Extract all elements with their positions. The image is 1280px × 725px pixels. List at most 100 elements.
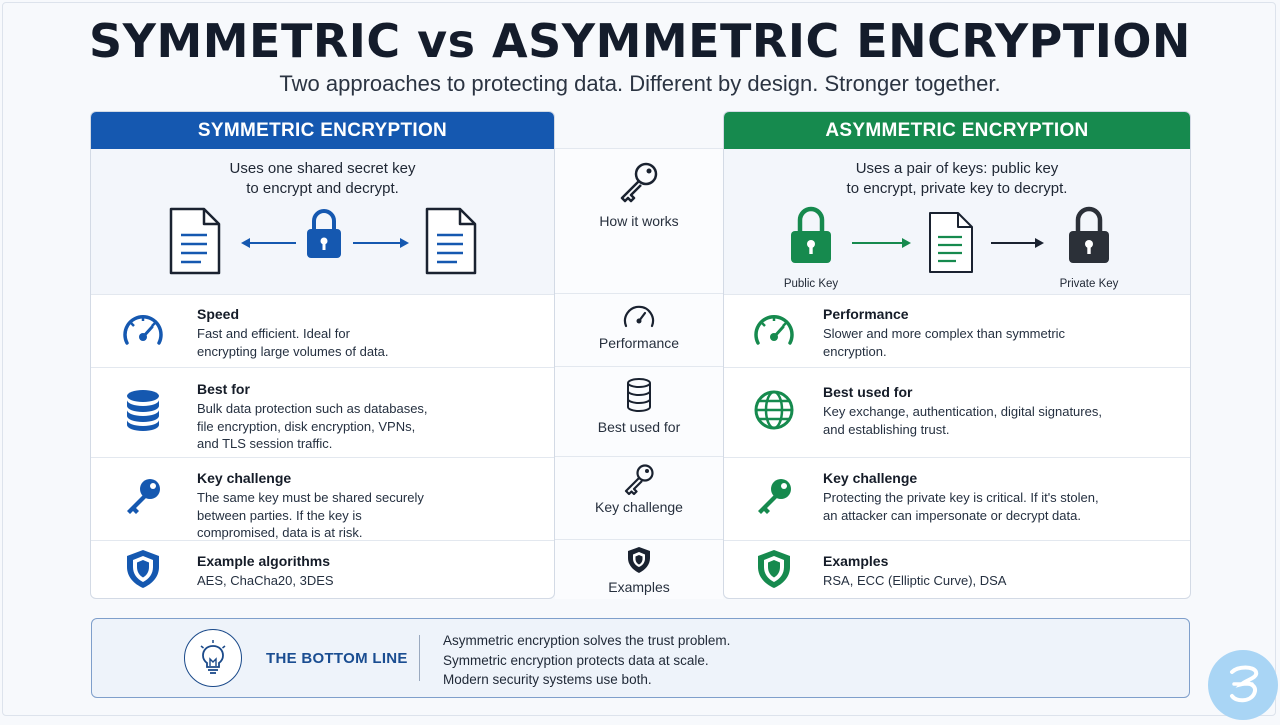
row-text-line: Fast and efficient. Ideal for [197, 326, 350, 341]
logo-glyph [1230, 665, 1259, 703]
row-title: Best used for [823, 384, 913, 400]
key-icon [758, 479, 791, 514]
middle-label-key-challenge: Key challenge [595, 499, 683, 515]
symmetric-panel: SYMMETRIC ENCRYPTION Uses one shared sec… [90, 111, 555, 599]
row-text-line: RSA, ECC (Elliptic Curve), DSA [823, 573, 1007, 588]
asymmetric-header: ASYMMETRIC ENCRYPTION [724, 112, 1190, 149]
asymmetric-diagram [791, 206, 1109, 273]
row-text: Slower and more complex than symmetric e… [823, 325, 1183, 360]
asymmetric-description: Uses a pair of keys: public key to encry… [724, 159, 1190, 199]
middle-label-how-it-works: How it works [599, 213, 679, 229]
speedometer-icon [754, 315, 794, 345]
asymmetric-how-it-works: Uses a pair of keys: public key to encry… [724, 149, 1190, 295]
bottom-line-line: Symmetric encryption protects data at sc… [443, 652, 709, 668]
row-text-line: The same key must be shared securely [197, 490, 424, 505]
asymmetric-row-key-challenge: Key challenge Protecting the private key… [724, 457, 1190, 540]
asymmetric-description-line: Uses a pair of keys: public key [855, 160, 1059, 177]
lightbulb-badge [184, 629, 242, 687]
symmetric-row-best-for: Best for Bulk data protection such as da… [91, 367, 554, 457]
shield-icon [758, 550, 790, 588]
symmetric-description: Uses one shared secret key to encrypt an… [91, 159, 554, 199]
row-title: Best for [197, 381, 250, 397]
symmetric-row-key-challenge: Key challenge The same key must be share… [91, 457, 554, 540]
row-text-line: Key exchange, authentication, digital si… [823, 404, 1102, 419]
symmetric-row-examples: Example algorithms AES, ChaCha20, 3DES [91, 540, 554, 598]
row-text: Protecting the private key is critical. … [823, 489, 1183, 524]
key-icon [624, 464, 654, 496]
key-icon [620, 162, 658, 203]
row-text-line: an attacker can impersonate or decrypt d… [823, 507, 1081, 523]
document-icon [929, 212, 973, 273]
bottom-line-text: Asymmetric encryption solves the trust p… [443, 631, 730, 690]
row-text-line: compromised, data is at risk. [197, 525, 363, 540]
symmetric-how-it-works: Uses one shared secret key to encrypt an… [91, 149, 554, 295]
symmetric-header: SYMMETRIC ENCRYPTION [91, 112, 554, 149]
bottom-line-box: THE BOTTOM LINE Asymmetric encryption so… [91, 618, 1190, 698]
row-text: Key exchange, authentication, digital si… [823, 403, 1183, 438]
row-text: Fast and efficient. Ideal for encrypting… [197, 325, 537, 360]
bottom-line-line: Modern security systems use both. [443, 672, 652, 687]
speedometer-icon [623, 305, 655, 328]
row-text-line: AES, ChaCha20, 3DES [197, 573, 334, 588]
row-title: Speed [197, 306, 240, 322]
bottom-line-title: THE BOTTOM LINE [266, 650, 408, 667]
row-text: AES, ChaCha20, 3DES [197, 572, 537, 590]
lock-icon [791, 206, 831, 263]
page-title: SYMMETRIC vs ASYMMETRIC ENCRYPTION [89, 14, 1191, 68]
row-title: Example algorithms [197, 553, 331, 569]
row-text-line: Protecting the private key is critical. … [823, 490, 1099, 505]
middle-label-examples: Examples [608, 579, 670, 595]
bottom-line-line: Asymmetric encryption solves the trust p… [443, 633, 731, 648]
divider [555, 539, 723, 540]
lock-icon [1069, 206, 1109, 263]
lightbulb-icon [200, 640, 226, 674]
row-text-line: and TLS session traffic. [197, 436, 333, 451]
row-text-line: encrypting large volumes of data. [197, 343, 389, 359]
asymmetric-row-best-used-for: Best used for Key exchange, authenticati… [724, 367, 1190, 457]
divider [555, 366, 723, 367]
row-title: Performance [823, 306, 909, 322]
globe-icon [754, 390, 794, 430]
bottom-line-separator [419, 635, 420, 681]
speedometer-icon [123, 315, 163, 345]
symmetric-row-speed: Speed Fast and efficient. Ideal for encr… [91, 294, 554, 367]
symmetric-diagram [169, 207, 477, 275]
arrow-right-icon [353, 238, 409, 248]
asymmetric-panel: ASYMMETRIC ENCRYPTION Uses a pair of key… [723, 111, 1191, 599]
row-text-line: encryption. [823, 343, 887, 359]
row-text: RSA, ECC (Elliptic Curve), DSA [823, 572, 1183, 590]
row-text-line: file encryption, disk encryption, VPNs, [197, 418, 416, 434]
asymmetric-row-examples: Examples RSA, ECC (Elliptic Curve), DSA [724, 540, 1190, 598]
document-icon [169, 207, 221, 275]
page-subtitle: Two approaches to protecting data. Diffe… [279, 71, 1001, 96]
arrow-left-icon [241, 238, 296, 248]
row-title: Key challenge [197, 470, 292, 486]
arrow-right-icon [991, 238, 1044, 248]
row-text-line: Slower and more complex than symmetric [823, 326, 1066, 341]
comparison-column [555, 148, 723, 599]
lock-icon [307, 209, 341, 258]
database-icon [627, 378, 651, 412]
document-icon [425, 207, 477, 275]
row-text-line: Bulk data protection such as databases, [197, 401, 428, 416]
database-icon [127, 390, 159, 431]
divider [555, 456, 723, 457]
logo-icon [1208, 650, 1278, 720]
public-key-label: Public Key [783, 278, 839, 290]
row-text-line: between parties. If the key is [197, 507, 362, 523]
shield-icon [628, 547, 650, 573]
row-title: Examples [823, 553, 889, 569]
asymmetric-row-performance: Performance Slower and more complex than… [724, 294, 1190, 367]
shield-icon [127, 550, 159, 588]
row-text-line: and establishing trust. [823, 421, 950, 437]
key-icon [127, 479, 160, 514]
middle-label-best-used-for: Best used for [597, 419, 681, 435]
arrow-right-icon [852, 238, 911, 248]
row-text: The same key must be shared securely bet… [197, 489, 537, 542]
symmetric-description-line: Uses one shared secret key [229, 160, 416, 177]
symmetric-description-line: to encrypt and decrypt. [246, 180, 399, 197]
row-text: Bulk data protection such as databases, … [197, 400, 537, 453]
divider [555, 293, 723, 294]
row-title: Key challenge [823, 470, 918, 486]
